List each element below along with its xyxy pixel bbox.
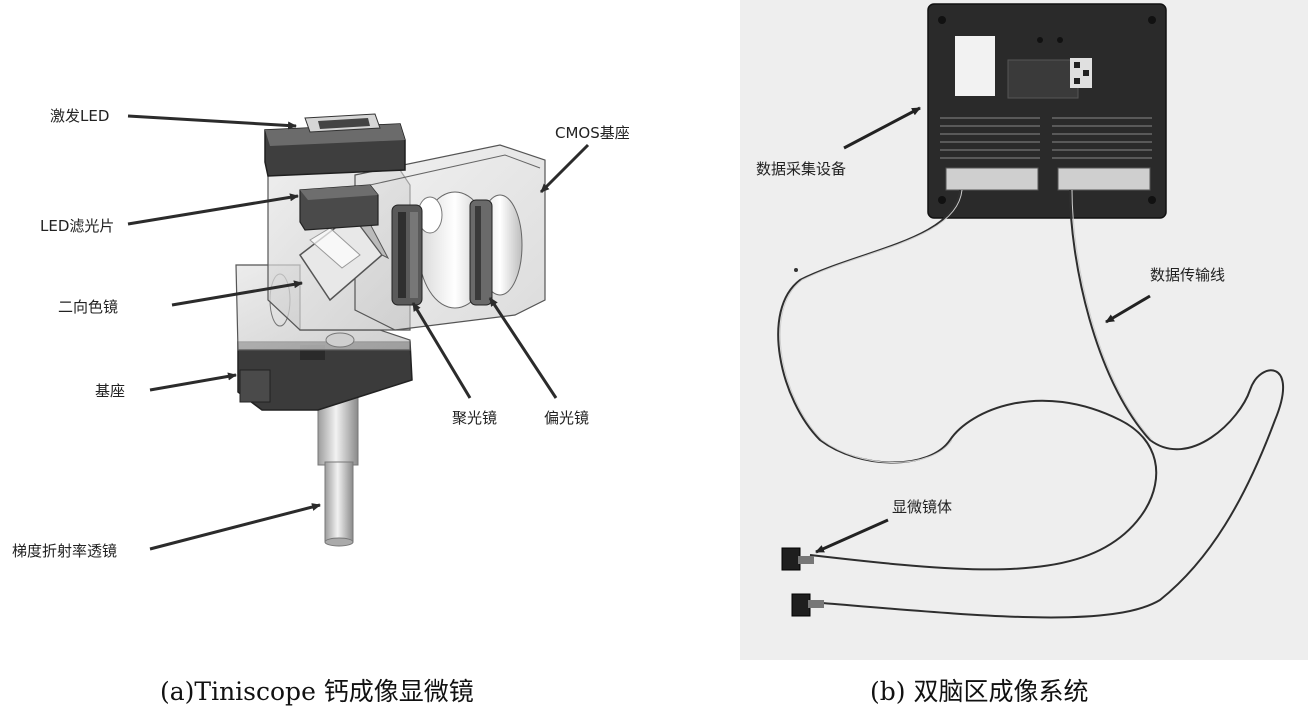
grin-lens-rod	[318, 395, 358, 546]
panel-a-microscope-diagram: 激发LED LED滤光片 二向色镜 基座 梯度折射率透镜 CMOS基座 聚光镜 …	[0, 0, 730, 660]
panel-b-imaging-system-photo: 数据采集设备 数据传输线 显微镜体	[740, 0, 1308, 660]
polarizer-ring	[470, 200, 492, 305]
caption-b: (b) 双脑区成像系统	[870, 672, 1088, 708]
imaging-system-drawing	[740, 0, 1308, 660]
label-polarizer: 偏光镜	[544, 407, 589, 428]
label-excitation-led: 激发LED	[50, 105, 109, 126]
label-dichroic-mirror: 二向色镜	[58, 296, 118, 317]
label-cmos-base: CMOS基座	[555, 122, 630, 143]
optical-barrel	[355, 145, 545, 330]
label-condenser-lens: 聚光镜	[452, 407, 497, 428]
label-grin-lens: 梯度折射率透镜	[12, 540, 117, 561]
label-microscope-body: 显微镜体	[892, 496, 952, 517]
condenser-lens-stack	[392, 205, 422, 305]
led-filter	[300, 185, 378, 230]
caption-a: (a)Tiniscope 钙成像显微镜	[160, 672, 474, 708]
data-cables	[778, 190, 1283, 617]
base-block	[238, 342, 412, 410]
acquisition-board	[928, 4, 1166, 218]
label-base: 基座	[95, 380, 125, 401]
label-data-acquisition: 数据采集设备	[756, 158, 846, 179]
microscope-drawing	[0, 0, 730, 660]
microscope-bodies	[782, 548, 824, 616]
label-data-cable: 数据传输线	[1150, 264, 1225, 285]
label-led-filter: LED滤光片	[40, 215, 114, 236]
excitation-led-housing	[265, 114, 405, 176]
